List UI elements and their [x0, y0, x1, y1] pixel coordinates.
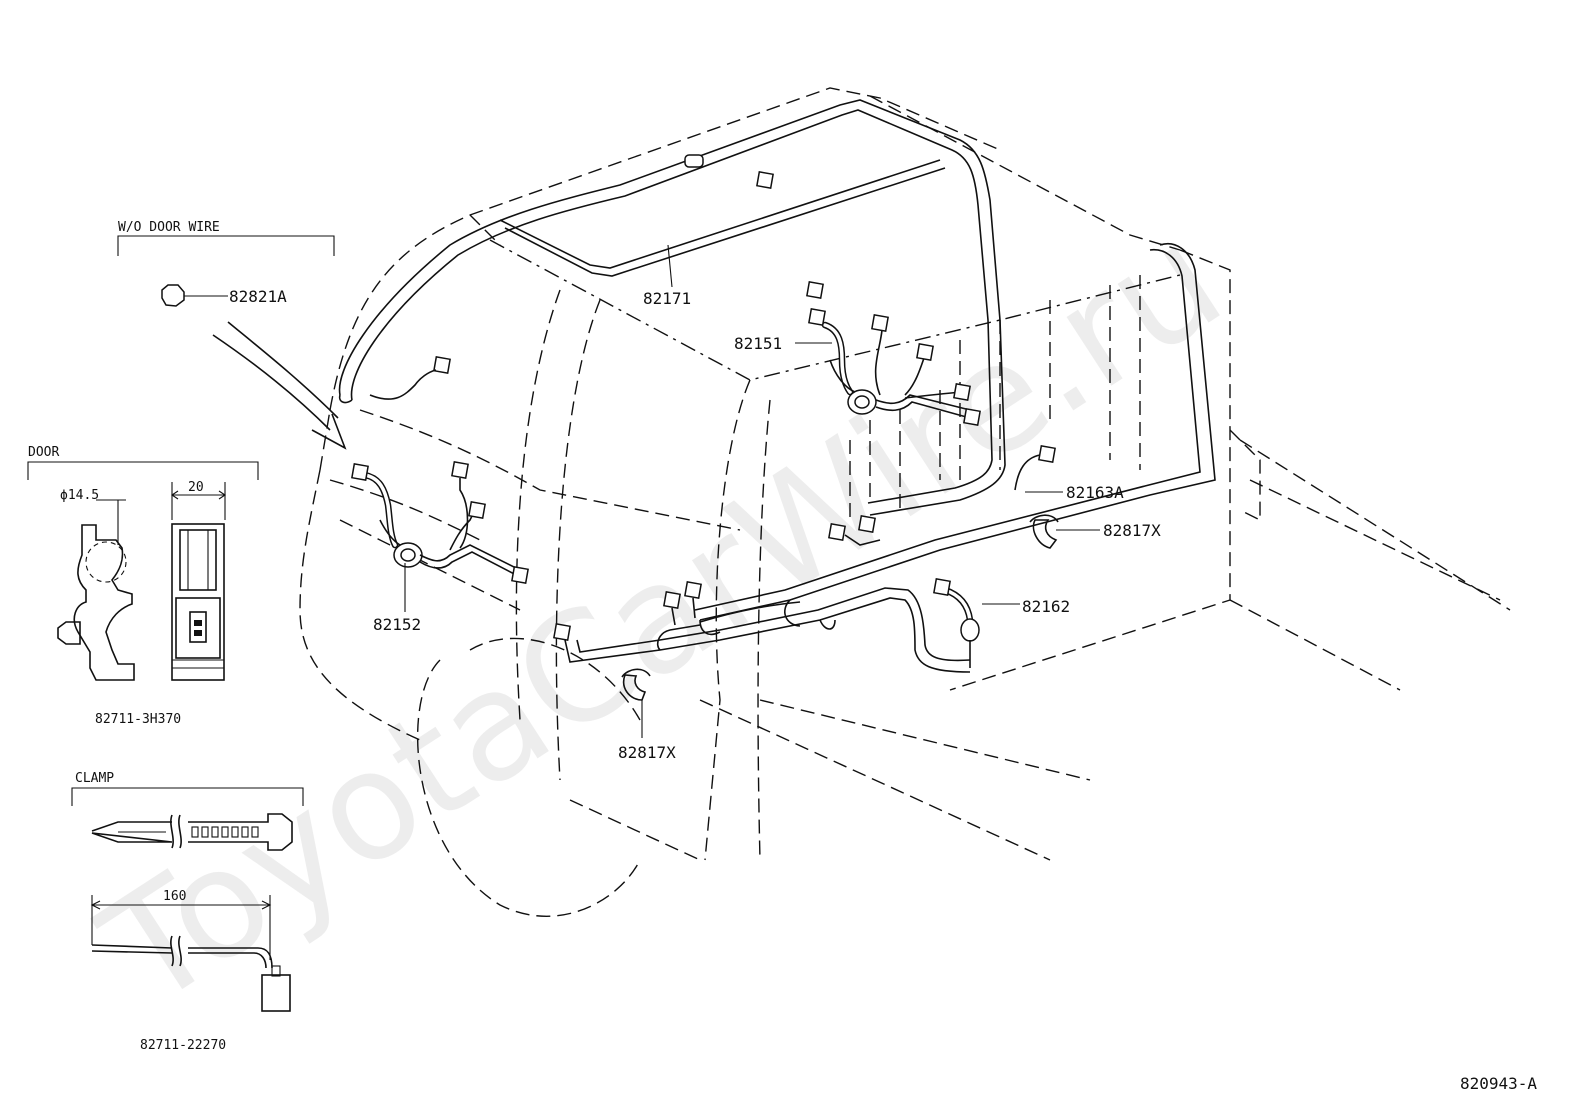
section-clamp: CLAMP 160 82711-22270 — [71, 771, 304, 1053]
section-title-wo-door-wire: W/O DOOR WIRE — [118, 220, 220, 235]
part-number-clamp: 82711-22270 — [140, 1038, 226, 1053]
clamp-side-view: 160 — [90, 889, 291, 1012]
dimension-diameter: ϕ14.5 — [60, 488, 99, 503]
vehicle-body-outline — [299, 87, 1511, 917]
clip-82817X-right — [1029, 514, 1059, 549]
callout-82162: 82162 — [1022, 597, 1070, 616]
section-title-door: DOOR — [28, 445, 59, 460]
front-door-wire-82152 — [351, 461, 529, 584]
door-clip-front-view: 20 — [171, 480, 226, 681]
pointer-arrow — [212, 321, 347, 450]
figure-id: 820943-A — [1460, 1074, 1537, 1093]
watermark: ToyotaCarWire.ru — [74, 192, 1251, 1041]
section-title-clamp: CLAMP — [75, 771, 114, 786]
roof-wire-harness — [338, 99, 1006, 516]
connector-cap-icon — [161, 284, 185, 307]
wire-82162 — [933, 578, 980, 668]
callout-82821A: 82821A — [229, 287, 287, 306]
callout-82151: 82151 — [734, 334, 782, 353]
callout-82817X-bottom: 82817X — [618, 743, 676, 762]
callout-82817X-right: 82817X — [1103, 521, 1161, 540]
harness-connectors — [369, 154, 1056, 641]
section-wo-door-wire: W/O DOOR WIRE — [117, 220, 335, 307]
body-wire-harness — [564, 243, 1216, 673]
part-number-door-clip: 82711-3H370 — [95, 712, 181, 727]
clip-82817X-bottom — [621, 668, 651, 701]
dimension-width: 20 — [188, 480, 204, 495]
section-door: DOOR ϕ14.5 20 82 — [27, 445, 259, 727]
callout-82152: 82152 — [373, 615, 421, 634]
leader-lines — [182, 244, 1100, 738]
dimension-clamp-length: 160 — [163, 889, 186, 904]
callout-82171: 82171 — [643, 289, 691, 308]
callout-82163A: 82163A — [1066, 483, 1124, 502]
rear-door-wire-82151 — [806, 281, 981, 426]
door-clip-side-view: ϕ14.5 — [57, 488, 135, 681]
clamp-band-top-view — [91, 813, 293, 851]
